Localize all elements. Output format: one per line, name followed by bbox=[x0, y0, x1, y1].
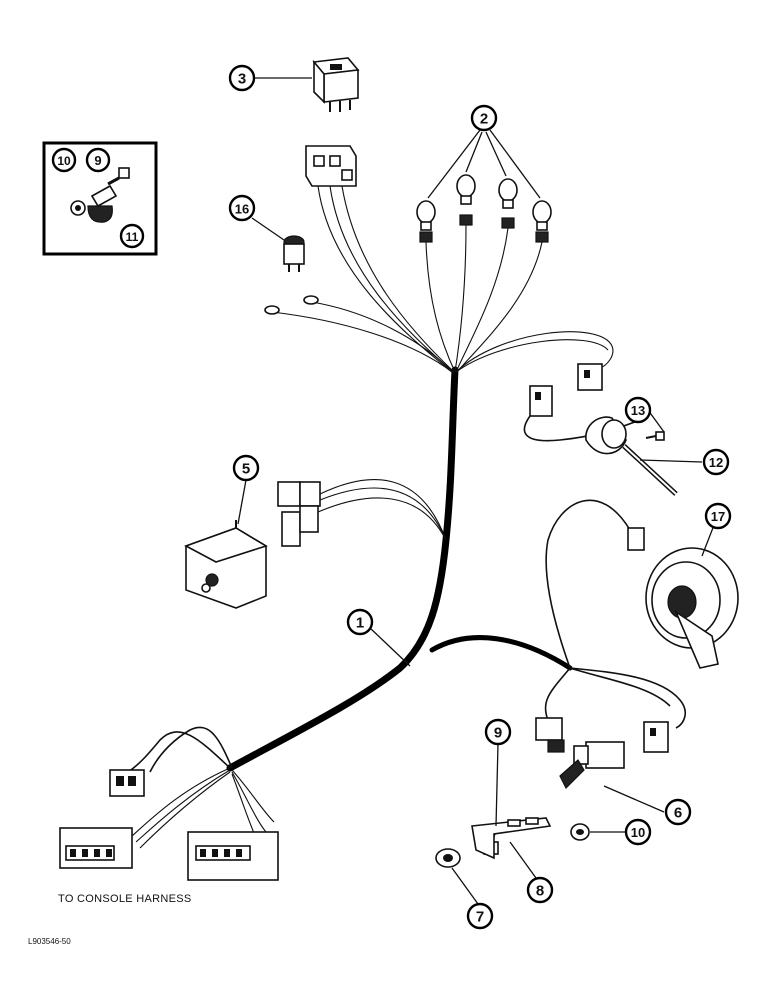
switch-box bbox=[184, 520, 268, 609]
ring-terminal bbox=[303, 295, 319, 305]
bulb bbox=[498, 178, 518, 229]
figure-code: L903546-50 bbox=[28, 937, 71, 946]
callout-label: 16 bbox=[235, 202, 249, 217]
callout-label: 10 bbox=[631, 825, 645, 840]
rocker-switch bbox=[312, 57, 360, 112]
bulb bbox=[416, 200, 436, 243]
harness-trunk-branch bbox=[429, 635, 573, 671]
push-switch bbox=[559, 741, 625, 790]
callout-label: 3 bbox=[238, 71, 246, 88]
callout-label: 6 bbox=[674, 805, 682, 822]
callout-leaders bbox=[237, 77, 717, 905]
inset-bolt bbox=[107, 167, 130, 186]
callout-3: 3 bbox=[228, 64, 256, 92]
nut bbox=[570, 823, 590, 841]
multi-connector bbox=[277, 479, 447, 547]
callout-10-inset: 10 bbox=[51, 147, 77, 173]
horn bbox=[545, 499, 739, 669]
callout-7: 7 bbox=[466, 902, 494, 930]
harness-trunk bbox=[226, 366, 459, 772]
callout-11: 11 bbox=[119, 223, 145, 249]
callout-17: 17 bbox=[704, 502, 732, 530]
callout-1: 1 bbox=[346, 608, 374, 636]
callout-label: 2 bbox=[480, 111, 488, 128]
callout-9: 9 bbox=[484, 718, 512, 746]
callout-6: 6 bbox=[664, 798, 692, 826]
connector bbox=[535, 717, 669, 753]
callout-label: 7 bbox=[476, 909, 484, 926]
top-connector bbox=[305, 145, 357, 187]
callout-label: 12 bbox=[709, 455, 723, 470]
bulb bbox=[456, 174, 476, 226]
callout-label: 11 bbox=[126, 230, 139, 244]
callout-13: 13 bbox=[624, 396, 652, 424]
callout-label: 13 bbox=[631, 403, 645, 418]
console-harness bbox=[59, 726, 279, 881]
callout-8: 8 bbox=[526, 876, 554, 904]
bulb-group bbox=[416, 174, 552, 243]
callout-label: 5 bbox=[242, 461, 250, 478]
caption-console-harness: TO CONSOLE HARNESS bbox=[58, 893, 192, 905]
callout-9-inset: 9 bbox=[85, 147, 111, 173]
inset-nut bbox=[70, 200, 86, 216]
callout-label: 8 bbox=[536, 883, 544, 900]
callout-label: 9 bbox=[94, 153, 101, 168]
nut bbox=[435, 848, 461, 868]
bracket bbox=[471, 817, 552, 860]
screw bbox=[645, 431, 665, 441]
inset-clamp bbox=[87, 184, 118, 223]
ring-terminal bbox=[264, 305, 280, 315]
indicator-lamp bbox=[283, 235, 305, 272]
callout-5: 5 bbox=[232, 454, 260, 482]
callout-label: 1 bbox=[356, 615, 364, 632]
callout-label: 10 bbox=[57, 154, 71, 168]
callout-label: 9 bbox=[494, 725, 502, 742]
callout-label: 17 bbox=[711, 509, 725, 524]
callout-2: 2 bbox=[470, 104, 498, 132]
top-wires bbox=[271, 185, 614, 373]
bulb bbox=[532, 200, 552, 243]
callout-10: 10 bbox=[624, 818, 652, 846]
sender-unit bbox=[585, 416, 678, 496]
lower-right-wires bbox=[544, 667, 687, 729]
callout-12: 12 bbox=[702, 448, 730, 476]
callout-16: 16 bbox=[228, 194, 256, 222]
